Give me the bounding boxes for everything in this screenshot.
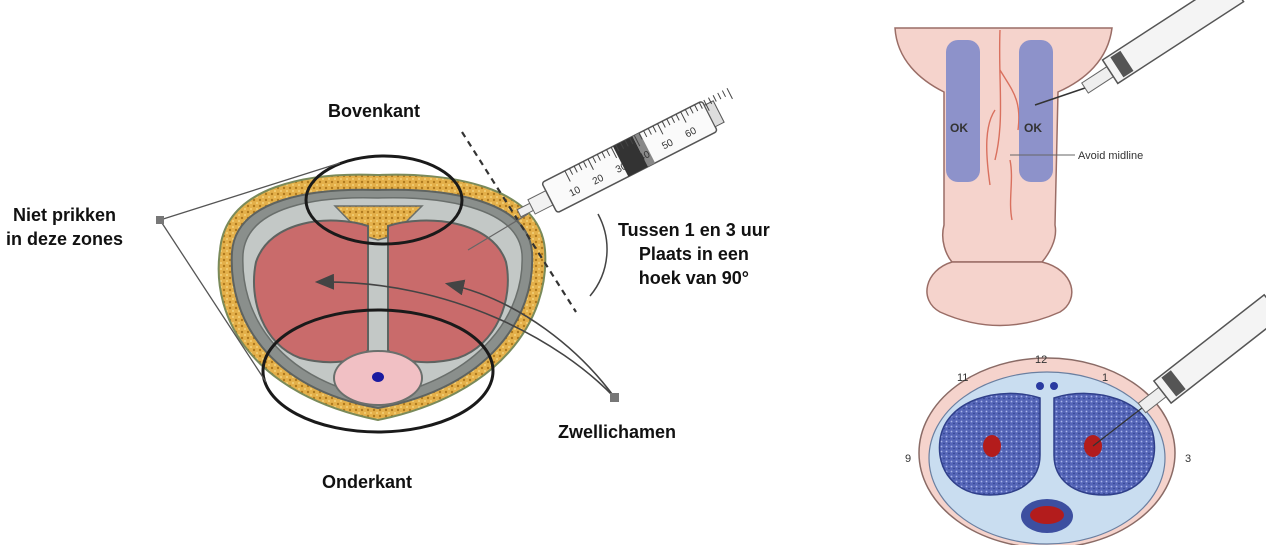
shaft-illustration <box>895 0 1244 326</box>
clock-3: 3 <box>1185 453 1191 465</box>
label-bottom: Onderkant <box>322 470 412 494</box>
clock-11: 11 <box>957 372 968 384</box>
syringe-bottom-right <box>1133 295 1266 419</box>
label-position: Tussen 1 en 3 uur Plaats in een hoek van… <box>618 218 770 290</box>
cross-section <box>219 156 546 432</box>
urethra <box>372 372 384 382</box>
glans <box>927 262 1072 326</box>
label-corpora: Zwellichamen <box>558 420 676 444</box>
clock-9: 9 <box>905 453 911 465</box>
label-position-line3: hoek van 90° <box>618 266 770 290</box>
ok-zone-left <box>946 40 980 182</box>
ok-label-left: OK <box>950 121 968 135</box>
syringe-tick <box>718 93 721 99</box>
label-no-inject: Niet prikken in deze zones <box>6 203 123 251</box>
clock-12: 12 <box>1035 354 1047 366</box>
shaft-body <box>895 28 1112 262</box>
label-position-line2: Plaats in een <box>618 242 770 266</box>
angle-arc <box>590 214 607 296</box>
clock-cross-section <box>919 295 1266 545</box>
label-no-inject-line1: Niet prikken <box>6 203 123 227</box>
ok-label-right: OK <box>1024 121 1042 135</box>
label-no-inject-line2: in deze zones <box>6 227 123 251</box>
ok-zone-right <box>1019 40 1053 182</box>
syringe-tick <box>722 91 725 97</box>
label-position-line1: Tussen 1 en 3 uur <box>618 218 770 242</box>
avoid-midline-label: Avoid midline <box>1078 150 1143 162</box>
syringe-tick <box>727 88 732 99</box>
label-top: Bovenkant <box>328 99 420 123</box>
clock-1: 1 <box>1102 372 1108 384</box>
